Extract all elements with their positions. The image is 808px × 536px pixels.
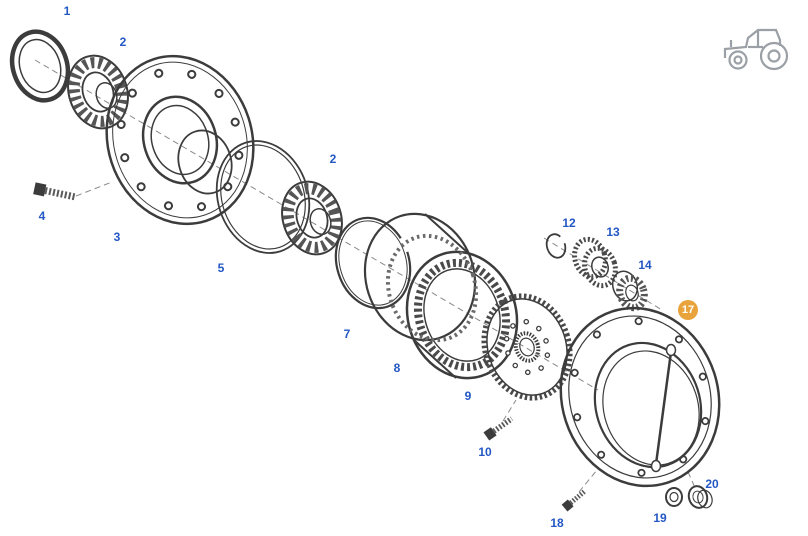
part-large-ring bbox=[215, 140, 311, 254]
part-small-snap-ring bbox=[545, 233, 567, 259]
part-wheel-stud bbox=[33, 182, 77, 201]
callout-17-highlighted[interactable]: 17 bbox=[678, 300, 698, 320]
callout-12[interactable]: 12 bbox=[562, 216, 576, 230]
part-bolt bbox=[483, 416, 514, 441]
part-ring-gear bbox=[363, 212, 519, 380]
callout-14[interactable]: 14 bbox=[638, 258, 652, 272]
callout-1[interactable]: 1 bbox=[63, 4, 71, 18]
part-plug bbox=[687, 485, 713, 509]
callout-5[interactable]: 5 bbox=[217, 261, 225, 275]
callout-20[interactable]: 20 bbox=[705, 477, 719, 491]
tractor-icon bbox=[723, 28, 789, 71]
part-screw bbox=[561, 489, 587, 512]
assembly-axis-lines bbox=[34, 59, 697, 493]
part-wheel-hub bbox=[105, 54, 255, 226]
callout-2b[interactable]: 2 bbox=[329, 152, 337, 166]
callout-4[interactable]: 4 bbox=[38, 209, 46, 223]
part-washer bbox=[665, 487, 683, 507]
callout-8[interactable]: 8 bbox=[393, 361, 401, 375]
part-drive-plate bbox=[481, 293, 573, 401]
part-planet-carrier bbox=[559, 306, 721, 488]
callout-3[interactable]: 3 bbox=[113, 230, 121, 244]
part-small-bearing bbox=[611, 270, 648, 312]
callout-10[interactable]: 10 bbox=[478, 445, 492, 459]
callout-7[interactable]: 7 bbox=[343, 327, 351, 341]
callout-9[interactable]: 9 bbox=[464, 389, 472, 403]
callout-18[interactable]: 18 bbox=[550, 516, 564, 530]
callout-19[interactable]: 19 bbox=[653, 511, 667, 525]
part-seal-ring bbox=[9, 29, 71, 103]
part-bearing-inner bbox=[281, 180, 343, 256]
part-sun-gear bbox=[572, 236, 618, 289]
callout-13[interactable]: 13 bbox=[606, 225, 620, 239]
callout-2a[interactable]: 2 bbox=[119, 35, 127, 49]
